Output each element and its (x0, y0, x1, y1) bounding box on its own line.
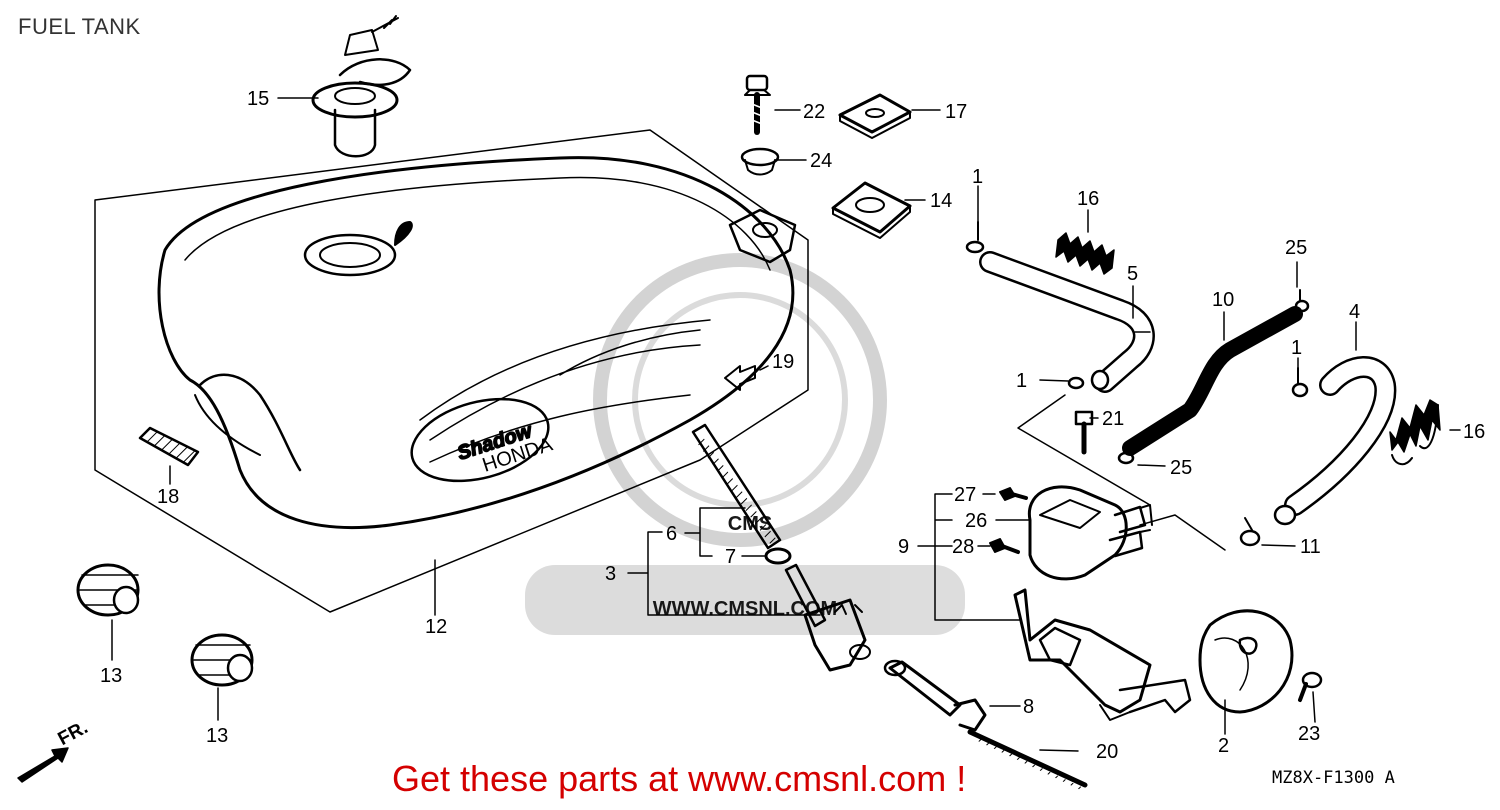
diagram-code: MZ8X-F1300 A (1272, 768, 1395, 788)
callout-20: 20 (1096, 741, 1118, 763)
rubber-pad-14 (831, 181, 912, 239)
callout-26: 26 (965, 510, 987, 532)
callout-5: 5 (1127, 263, 1138, 285)
callout-7: 7 (725, 546, 736, 568)
assembly-guide-line (1017, 394, 1151, 506)
callout-15: 15 (247, 88, 269, 110)
leader-lines (111, 97, 1461, 752)
callout-1-right: 1 (1291, 337, 1302, 359)
callout-3: 3 (605, 563, 616, 585)
callout-18: 18 (157, 486, 179, 508)
callout-13-right: 13 (206, 725, 228, 747)
callout-labels: 15 22 17 24 14 1 16 5 25 10 4 1 1 19 21 … (100, 88, 1485, 763)
callout-1-top: 1 (972, 166, 983, 188)
clip-1-right (1291, 367, 1309, 398)
callout-6: 6 (666, 523, 677, 545)
fuel-hose-5 (979, 251, 1155, 393)
spring-16-right (1389, 399, 1441, 466)
screw-23 (1298, 671, 1323, 702)
callout-19: 19 (772, 351, 794, 373)
callout-17: 17 (945, 101, 967, 123)
screw-20 (967, 729, 1088, 790)
drain-fitting-8 (883, 659, 987, 732)
callout-2: 2 (1218, 735, 1229, 757)
fuel-hose-10 (1122, 306, 1303, 456)
clip-1-mid (1067, 376, 1085, 390)
bolt-21 (1074, 410, 1094, 455)
fuel-cap (311, 15, 412, 158)
bolt-22 (744, 74, 771, 135)
callout-8: 8 (1023, 696, 1034, 718)
clip-1-top (965, 221, 985, 254)
screw-28 (989, 538, 1020, 554)
callout-1-mid: 1 (1016, 370, 1027, 392)
damper-13-left (76, 563, 140, 617)
tank-group-frame (94, 129, 809, 613)
assembly-guide-line-2 (1139, 514, 1226, 551)
callout-16-top: 16 (1077, 188, 1099, 210)
callout-25-bottom: 25 (1170, 457, 1192, 479)
watermark: CMS WWW.CMSNL.COM (525, 253, 965, 635)
o-ring-7 (764, 547, 792, 565)
clamp-11 (1239, 517, 1261, 547)
pump-cover (1198, 609, 1294, 714)
rubber-pad-17 (838, 93, 912, 139)
fuel-valve (784, 563, 871, 672)
callout-12: 12 (425, 616, 447, 638)
fuel-pump (1027, 485, 1153, 581)
front-arrow-icon (17, 747, 69, 783)
callout-9: 9 (898, 536, 909, 558)
callout-23: 23 (1298, 723, 1320, 745)
grommet-24 (740, 147, 780, 176)
fuel-hose-4 (1273, 356, 1397, 526)
pump-bracket (1013, 588, 1192, 721)
fuel-tank (157, 156, 797, 529)
fuel-strainer (691, 423, 782, 550)
callout-10: 10 (1212, 289, 1234, 311)
screw-27 (999, 487, 1028, 501)
direction-arrow-icon (724, 365, 756, 391)
clamp-25-top (1294, 289, 1310, 313)
callout-14: 14 (930, 190, 952, 212)
damper-13-right (190, 633, 254, 687)
callout-21: 21 (1102, 408, 1124, 430)
callout-16-right: 16 (1463, 421, 1485, 443)
callout-13-left: 13 (100, 665, 122, 687)
callout-25-top: 25 (1285, 237, 1307, 259)
promo-link[interactable]: Get these parts at www.cmsnl.com ! (392, 758, 967, 799)
callout-24: 24 (810, 150, 832, 172)
callout-4: 4 (1349, 301, 1360, 323)
callout-11: 11 (1300, 536, 1321, 558)
pad-18 (138, 426, 200, 467)
spring-16-top (1055, 232, 1115, 275)
page-title: FUEL TANK (18, 14, 141, 39)
callout-22: 22 (803, 101, 825, 123)
clamp-25-bottom (1117, 451, 1135, 465)
callout-28: 28 (952, 536, 974, 558)
callout-27: 27 (954, 484, 976, 506)
